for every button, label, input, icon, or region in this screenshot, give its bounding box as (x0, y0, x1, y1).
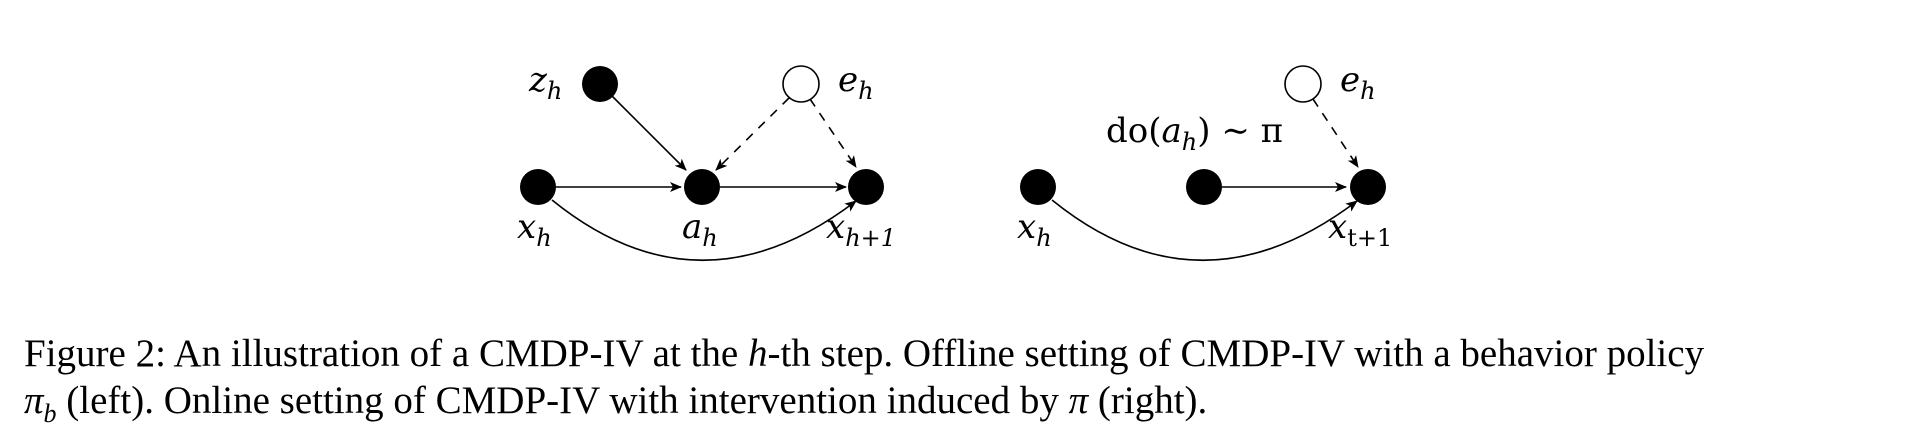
node-a (1186, 169, 1222, 205)
caption-var-h: h (747, 332, 768, 375)
label-x: xh (517, 207, 552, 252)
caption-line-1-suffix: -th step. Offline setting of CMDP-IV wit… (767, 332, 1705, 375)
label-a: ah (682, 207, 718, 252)
edge-e-to-xnext-dashed (809, 98, 857, 168)
label-intervention: do(ah) ∼ π (1106, 111, 1283, 156)
caption-line-2-mid: (left). Online setting of CMDP-IV with i… (56, 379, 1069, 422)
caption-pi-sub: b (43, 398, 57, 428)
node-a (684, 169, 720, 205)
label-x-next: xt+1 (1328, 207, 1392, 252)
node-x (520, 169, 556, 205)
edge-z-to-a (611, 95, 687, 171)
caption-line-2: πb (left). Online setting of CMDP-IV wit… (24, 377, 1904, 437)
label-e: eh (1340, 60, 1376, 105)
caption-pi: π (1068, 379, 1089, 422)
caption-line-1-prefix: Figure 2: An illustration of a CMDP-IV a… (24, 332, 748, 375)
left-diagram: zh eh xh ah xh+1 (517, 60, 896, 261)
caption-line-1: Figure 2: An illustration of a CMDP-IV a… (24, 330, 1904, 377)
right-diagram: eh do(ah) ∼ π xh xt+1 (1017, 60, 1392, 261)
edge-x-to-xnext-curved (551, 199, 857, 261)
label-x-next: xh+1 (826, 207, 896, 252)
caption-pi-b: π (24, 379, 44, 422)
node-x-next (848, 169, 884, 205)
label-z: zh (528, 60, 562, 105)
label-x: xh (1017, 207, 1052, 252)
node-x-next (1350, 169, 1386, 205)
figure-caption: Figure 2: An illustration of a CMDP-IV a… (24, 330, 1904, 437)
edge-e-to-a-dashed (715, 97, 790, 171)
label-e: eh (838, 60, 874, 105)
edge-e-to-xnext-dashed (1312, 98, 1359, 168)
edge-x-to-xnext-curved (1051, 199, 1358, 261)
node-e (1284, 65, 1322, 103)
node-e (782, 65, 820, 103)
node-x (1020, 169, 1056, 205)
node-z (582, 66, 618, 102)
causal-diagram: zh eh xh ah xh+1 eh do(ah) ∼ π xh xt+1 (517, 60, 1392, 261)
caption-line-2-suffix: (right). (1088, 379, 1208, 422)
